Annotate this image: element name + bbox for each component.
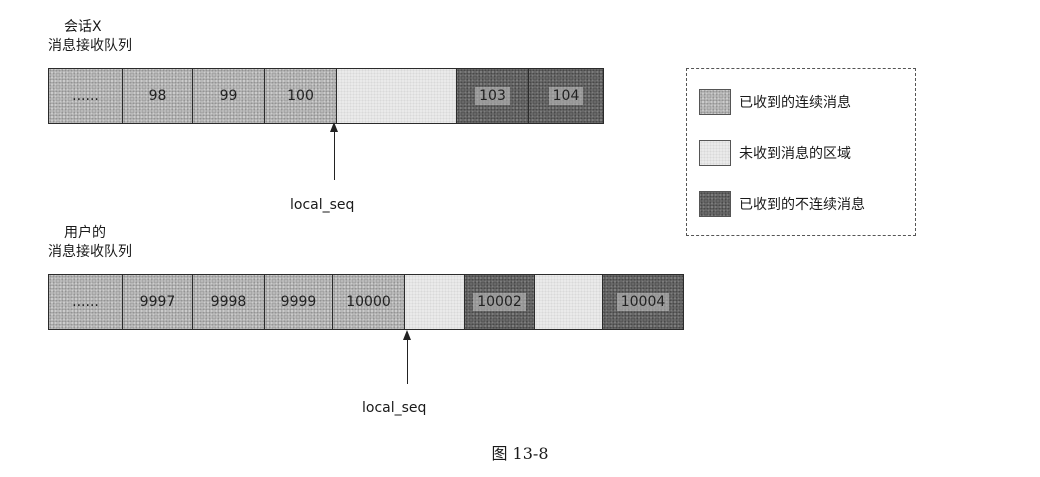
legend-item-received: 已收到的连续消息 xyxy=(699,89,851,115)
figure-caption: 图 13-8 xyxy=(491,444,549,463)
session-queue-cell: ...... xyxy=(49,69,123,123)
user-queue-cell: 9998 xyxy=(193,275,265,329)
user-queue-cell-label: 10004 xyxy=(616,293,670,311)
user-queue-title-line1: 用户的 xyxy=(64,225,106,241)
session-queue-title-line2: 消息接收队列 xyxy=(48,38,132,54)
session-queue-cell: 99 xyxy=(193,69,265,123)
legend-item-discontinuous: 已收到的不连续消息 xyxy=(699,191,865,217)
legend: 已收到的连续消息 未收到消息的区域 已收到的不连续消息 xyxy=(686,68,916,236)
session-queue-title: 会话X 消息接收队列 xyxy=(48,18,132,56)
session-queue-cell-label: 100 xyxy=(287,88,314,104)
user-queue-cell: 10002 xyxy=(465,275,535,329)
user-queue-cell: 9997 xyxy=(123,275,193,329)
user-queue-cell: 9999 xyxy=(265,275,333,329)
session-queue-cell: 104 xyxy=(529,69,603,123)
session-local-seq-label: local_seq xyxy=(290,197,355,213)
session-queue-cell: 100 xyxy=(265,69,337,123)
user-queue-cell-label: 10000 xyxy=(346,294,391,310)
user-message-queue: ...... 9997 9998 9999 10000 10002 10004 xyxy=(48,274,684,330)
legend-label-empty: 未收到消息的区域 xyxy=(739,146,851,162)
legend-item-empty: 未收到消息的区域 xyxy=(699,140,851,166)
user-queue-cell: 10000 xyxy=(333,275,405,329)
user-queue-cell-label: ...... xyxy=(72,294,99,310)
user-queue-cell xyxy=(405,275,465,329)
legend-swatch-received xyxy=(699,89,731,115)
user-queue-cell: 10004 xyxy=(603,275,683,329)
session-queue-cell xyxy=(337,69,457,123)
user-local-seq-label: local_seq xyxy=(362,400,427,416)
user-queue-cell-label: 9998 xyxy=(210,294,247,310)
user-local-seq-arrow-line xyxy=(407,338,408,384)
session-local-seq-arrow-line xyxy=(334,130,335,180)
user-queue-cell-label: 9997 xyxy=(139,294,176,310)
session-queue-cell-label: ...... xyxy=(72,88,99,104)
user-queue-title-line2: 消息接收队列 xyxy=(48,244,132,260)
session-message-queue: ...... 98 99 100 103 104 xyxy=(48,68,604,124)
session-queue-cell-label: 104 xyxy=(548,87,584,105)
session-queue-cell-label: 98 xyxy=(148,88,167,104)
session-queue-cell-label: 99 xyxy=(219,88,238,104)
legend-swatch-discontinuous xyxy=(699,191,731,217)
legend-swatch-empty xyxy=(699,140,731,166)
session-queue-cell: 103 xyxy=(457,69,529,123)
user-queue-cell xyxy=(535,275,603,329)
legend-label-discontinuous: 已收到的不连续消息 xyxy=(739,197,865,213)
user-queue-cell-label: 9999 xyxy=(280,294,317,310)
session-queue-cell: 98 xyxy=(123,69,193,123)
user-local-seq-arrowhead xyxy=(403,330,411,340)
session-queue-title-line1: 会话X xyxy=(64,19,102,35)
session-queue-cell-label: 103 xyxy=(475,87,510,105)
legend-label-received: 已收到的连续消息 xyxy=(739,95,851,111)
user-queue-title: 用户的 消息接收队列 xyxy=(48,224,132,262)
user-queue-cell: ...... xyxy=(49,275,123,329)
user-queue-cell-label: 10002 xyxy=(473,293,526,311)
session-local-seq-arrowhead xyxy=(330,122,338,132)
